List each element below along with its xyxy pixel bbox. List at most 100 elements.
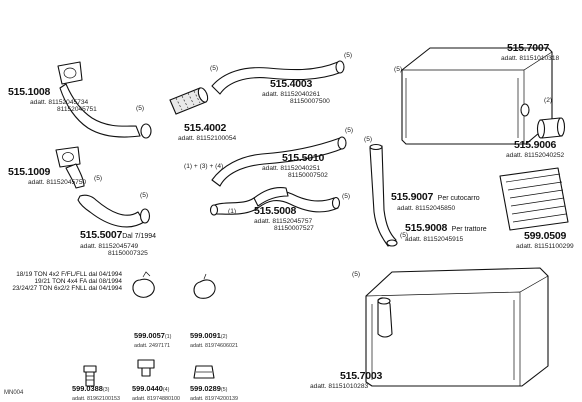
fitting-599-0440-label: 599.0440(4) adatt. 81974880100: [132, 378, 180, 402]
callout-qty-5: (5): [344, 52, 353, 59]
condition-line: 23/24/27 TON 6x2/2 FNLL dal 04/1994: [12, 285, 122, 293]
fitting-ref: adatt. 81962100153: [72, 395, 120, 402]
fitting-599-0440-drawing: [137, 359, 155, 377]
callout-qty-5: (5): [136, 105, 145, 112]
part-ref: adatt. 81151100299: [516, 242, 574, 250]
part-515-9007-drawing: [369, 143, 398, 247]
callout-qty-5: (5): [394, 66, 403, 73]
callout-qty-5: (5): [140, 192, 149, 199]
callout-qty-5: (5): [342, 193, 351, 200]
part-599-0509-label: 599.0509 adatt. 81151100299: [516, 230, 574, 250]
part-code: 515.1009: [8, 166, 51, 178]
part-note: Per trattore: [451, 226, 487, 233]
fitting-ref: adatt. 81974606021: [190, 342, 238, 349]
callout-qty-5: (5): [345, 127, 354, 134]
part-ref: adatt. 81152045750: [28, 178, 87, 186]
part-515-1008-drawing: [57, 61, 152, 139]
part-ref: adatt. 81152045915: [405, 235, 464, 243]
part-ref-2: 81152045751: [57, 106, 97, 114]
fitting-qty: (4): [162, 387, 170, 393]
part-ref: adatt. 81152045749: [80, 242, 139, 250]
callout-qty-1-3-4: (1) + (3) + (4): [184, 163, 224, 170]
fitting-qty: (1): [164, 334, 172, 340]
fitting-599-0388-label: 599.0388(3) adatt. 81962100153: [72, 378, 120, 402]
callout-qty-1: (1): [228, 208, 237, 215]
part-ref-2: 81150007527: [274, 225, 314, 233]
fitting-code: 599.0289: [190, 384, 221, 393]
fitting-code: 599.0440: [132, 384, 163, 393]
part-515-9008-label: 515.9008 Per trattore adatt. 81152045915: [405, 218, 487, 243]
callout-qty-5: (5): [400, 232, 409, 239]
callout-qty-5: (5): [94, 175, 103, 182]
callout-qty-5: (5): [364, 136, 373, 143]
fitting-ref: adatt. 2497171: [134, 342, 170, 349]
callout-qty-2: (2): [544, 97, 553, 104]
part-code: 515.1008: [8, 86, 51, 98]
part-code: 515.9008: [405, 222, 448, 234]
callout-qty-5: (5): [210, 65, 219, 72]
part-ref-2: 81150007502: [288, 172, 328, 180]
part-515-7003-drawing: [365, 267, 549, 387]
part-ref: adatt. 81152040251: [262, 164, 321, 172]
part-515-5007-drawing: [77, 194, 151, 228]
part-515-7003-label: 515.7003 adatt. 81151010283: [310, 370, 383, 390]
part-code: 599.0509: [524, 230, 567, 242]
part-ref: adatt. 81152045850: [397, 204, 456, 212]
part-515-7007-label: 515.7007 adatt. 81151010318: [501, 42, 559, 62]
part-515-1009-drawing: [55, 146, 85, 189]
part-code: 515.9007: [391, 191, 434, 203]
fitting-599-0289-drawing: [193, 365, 215, 379]
part-code: 515.4003: [270, 78, 313, 90]
fitting-599-0057-label: 599.0057(1) adatt. 2497171: [134, 325, 171, 349]
part-note: Dal 7/1994: [122, 233, 157, 240]
part-515-4003-drawing: [211, 60, 345, 95]
fitting-code: 599.0057: [134, 331, 165, 340]
fitting-ref: adatt. 81974880100: [132, 395, 180, 402]
part-515-5008-label: 515.5008 adatt. 81152045757 81150007527: [254, 205, 314, 233]
fitting-code: 599.0091: [190, 331, 221, 340]
fitting-599-0091-label: 599.0091(2) adatt. 81974606021: [190, 325, 238, 349]
part-ref: adatt. 81151010283: [310, 382, 369, 390]
diagram-code: MN004: [4, 390, 24, 396]
part-515-1008-label: 515.1008 adatt. 81152045734 81152045751: [8, 86, 97, 114]
part-code: 515.4002: [184, 122, 227, 134]
part-599-0509-drawing: [499, 167, 569, 231]
part-code: 515.5010: [282, 152, 325, 164]
part-515-5010-label: 515.5010 adatt. 81152040251 81150007502: [262, 152, 328, 180]
part-515-5010-drawing: [211, 136, 347, 187]
part-515-9006-drawing: [536, 117, 566, 139]
fitting-qty: (2): [220, 334, 228, 340]
fitting-code: 599.0388: [72, 384, 103, 393]
part-515-5008-drawing: [209, 187, 341, 216]
part-code: 515.5008: [254, 205, 297, 217]
part-ref-2: 81150007500: [290, 98, 330, 106]
fitting-599-0388-drawing: [83, 365, 97, 387]
callout-qty-5: (5): [352, 271, 361, 278]
part-code: 515.7003: [340, 370, 383, 382]
fitting-ref: adatt. 81974200139: [190, 395, 238, 402]
part-515-1009-label: 515.1009 adatt. 81152045750: [8, 166, 87, 186]
part-note: Per cutocarro: [437, 195, 480, 202]
condition-line: 18/19 TON 4x2 F/FL/FLL dal 04/1994: [16, 271, 122, 278]
part-code: 515.5007: [80, 229, 123, 241]
part-ref-2: 81150007325: [108, 250, 148, 258]
part-515-4003-label: 515.4003 adatt. 81152040261 81150007500: [262, 78, 330, 106]
part-515-5007-label: 515.5007Dal 7/1994 adatt. 81152045749 81…: [80, 225, 156, 258]
fitting-qty: (3): [102, 387, 110, 393]
part-515-7007-drawing: [401, 47, 553, 145]
part-ref: adatt. 81152045757: [254, 217, 313, 225]
part-code: 515.7007: [507, 42, 550, 54]
part-515-4002-drawing: [169, 87, 209, 115]
fitting-599-0057-drawing: [132, 271, 155, 298]
part-515-9006-label: 515.9006 adatt. 81152040252: [506, 139, 564, 159]
part-code: 515.9006: [514, 139, 557, 151]
part-515-4002-label: 515.4002 adatt. 81152100054: [178, 122, 236, 142]
vehicle-conditions: 18/19 TON 4x2 F/FL/FLL dal 04/1994 19/21…: [12, 271, 122, 293]
part-ref: adatt. 81151010318: [501, 54, 560, 62]
fitting-599-0091-drawing: [193, 273, 216, 299]
fitting-qty: (5): [220, 387, 228, 393]
part-ref: adatt. 81152040261: [262, 90, 321, 98]
part-ref: adatt. 81152045734: [30, 98, 89, 106]
part-ref: adatt. 81152100054: [178, 134, 237, 142]
